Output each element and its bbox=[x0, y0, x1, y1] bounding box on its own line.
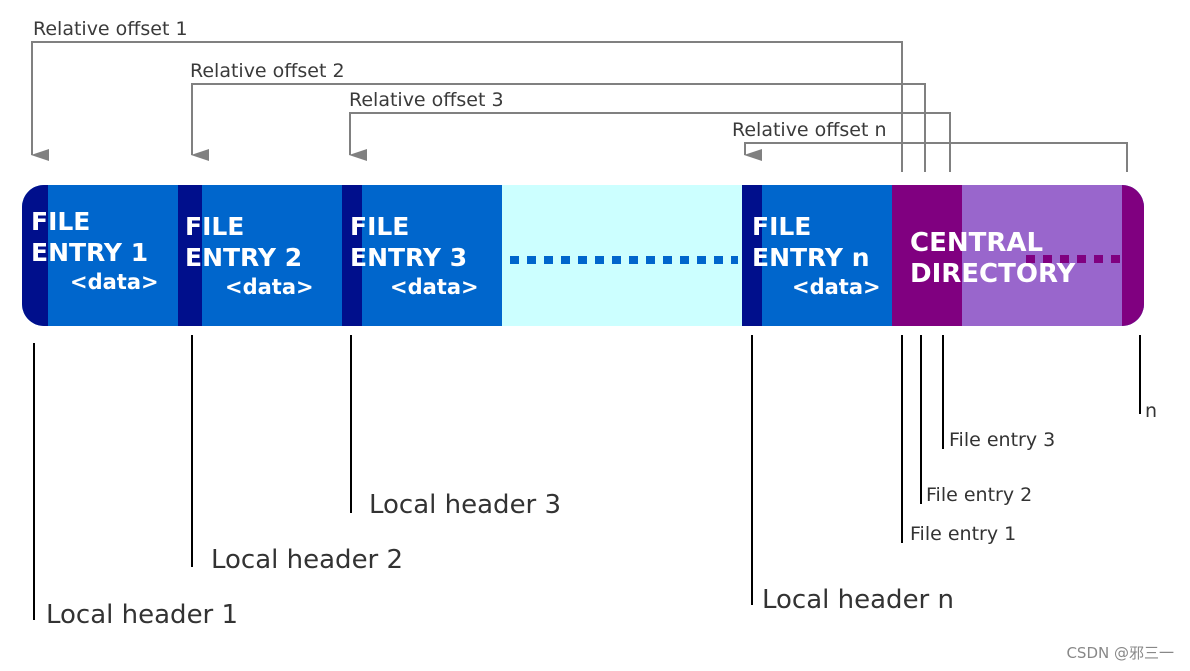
local-header-1-block bbox=[22, 185, 48, 326]
local-header-2-block bbox=[178, 185, 202, 326]
offset-3-label: Relative offset 3 bbox=[349, 89, 504, 111]
entry-2-data: <data> bbox=[225, 275, 314, 299]
entry-n-data: <data> bbox=[792, 275, 881, 299]
entry-1-line2: ENTRY 1 bbox=[31, 238, 149, 267]
cd-entry-2-label: File entry 2 bbox=[926, 484, 1033, 506]
archive-bar bbox=[22, 185, 1144, 326]
central-directory-line1: CENTRAL bbox=[910, 228, 1044, 258]
local-header-3-block bbox=[342, 185, 362, 326]
entry-3-line2: ENTRY 3 bbox=[350, 243, 468, 272]
offset-1-label: Relative offset 1 bbox=[33, 18, 188, 40]
file-entry-n-block bbox=[762, 185, 892, 326]
central-directory-line2: DIRECTORY bbox=[910, 259, 1076, 289]
offset-2-label: Relative offset 2 bbox=[190, 60, 345, 82]
cd-entry-n-label: n bbox=[1145, 400, 1158, 422]
entry-n-line2: ENTRY n bbox=[752, 243, 870, 272]
file-entry-2-block bbox=[202, 185, 342, 326]
entry-n-line1: FILE bbox=[752, 212, 812, 241]
watermark: CSDN @邪三一 bbox=[1066, 644, 1174, 662]
central-directory-block bbox=[892, 185, 962, 326]
cd-entry-3-label: File entry 3 bbox=[949, 429, 1056, 451]
offset-n-connector bbox=[744, 142, 1128, 172]
local-header-1-label: Local header 1 bbox=[46, 600, 239, 630]
local-header-3-label: Local header 3 bbox=[369, 490, 562, 520]
central-directory-end-block bbox=[1122, 185, 1144, 326]
local-header-n-block bbox=[742, 185, 762, 326]
entry-2-line1: FILE bbox=[185, 212, 245, 241]
entry-1-data: <data> bbox=[70, 270, 159, 294]
local-header-n-label: Local header n bbox=[762, 585, 954, 615]
file-entry-1-block bbox=[48, 185, 178, 326]
entry-3-data: <data> bbox=[390, 275, 479, 299]
offset-2-connector bbox=[191, 83, 926, 172]
entry-1-line1: FILE bbox=[31, 207, 91, 236]
offset-n-label: Relative offset n bbox=[732, 119, 887, 141]
gap-block bbox=[502, 185, 742, 326]
entry-2-line2: ENTRY 2 bbox=[185, 243, 303, 272]
entry-3-line1: FILE bbox=[350, 212, 410, 241]
local-header-2-label: Local header 2 bbox=[211, 545, 404, 575]
offset-1-connector bbox=[31, 41, 903, 172]
cd-entry-1-label: File entry 1 bbox=[910, 523, 1017, 545]
file-entry-3-block bbox=[362, 185, 502, 326]
